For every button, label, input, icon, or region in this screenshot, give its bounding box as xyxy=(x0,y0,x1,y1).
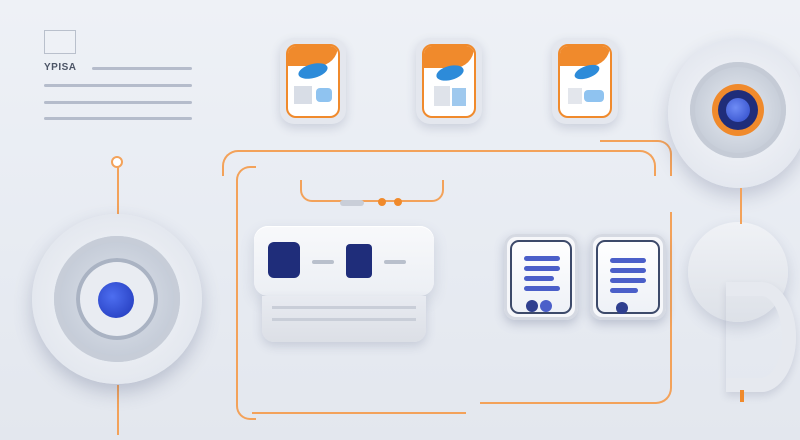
document-icon xyxy=(596,240,660,314)
dash-indicator xyxy=(384,260,406,264)
header-text-line xyxy=(44,84,192,87)
pipe-connector xyxy=(252,412,466,414)
device-base xyxy=(262,296,426,342)
hook-connector-icon xyxy=(688,222,800,402)
app-tile-1[interactable] xyxy=(280,38,346,124)
dash-indicator xyxy=(312,260,334,264)
vertical-wire xyxy=(117,162,119,222)
pipe-connector xyxy=(236,166,256,420)
app-tile-3[interactable] xyxy=(552,38,618,124)
document-icon xyxy=(510,240,572,314)
pipe-connector xyxy=(600,140,672,176)
logo-box-icon xyxy=(44,30,76,54)
app-tile-2[interactable] xyxy=(416,38,482,124)
header-text-line xyxy=(92,67,192,70)
document-card-1[interactable] xyxy=(504,234,578,320)
app-icon xyxy=(286,44,340,118)
lens-dial-icon[interactable] xyxy=(668,38,800,188)
document-card-2[interactable] xyxy=(590,234,666,320)
vertical-wire xyxy=(117,385,119,435)
app-icon xyxy=(422,44,476,118)
connector-node xyxy=(394,198,402,206)
connector-node xyxy=(340,200,364,206)
camera-dial-icon[interactable] xyxy=(32,214,202,384)
vertical-wire xyxy=(740,188,742,224)
page-title: YPISA xyxy=(44,62,77,73)
pipe-connector xyxy=(300,180,444,202)
app-icon xyxy=(558,44,612,118)
connector-node xyxy=(378,198,386,206)
connector-node xyxy=(111,156,123,168)
status-tile[interactable] xyxy=(346,244,372,278)
header-text-line xyxy=(44,101,192,104)
pipe-connector xyxy=(480,212,672,404)
device-panel xyxy=(254,226,434,296)
status-tile[interactable] xyxy=(268,242,300,278)
header-text-line xyxy=(44,117,192,120)
pipe-connector xyxy=(222,150,656,176)
